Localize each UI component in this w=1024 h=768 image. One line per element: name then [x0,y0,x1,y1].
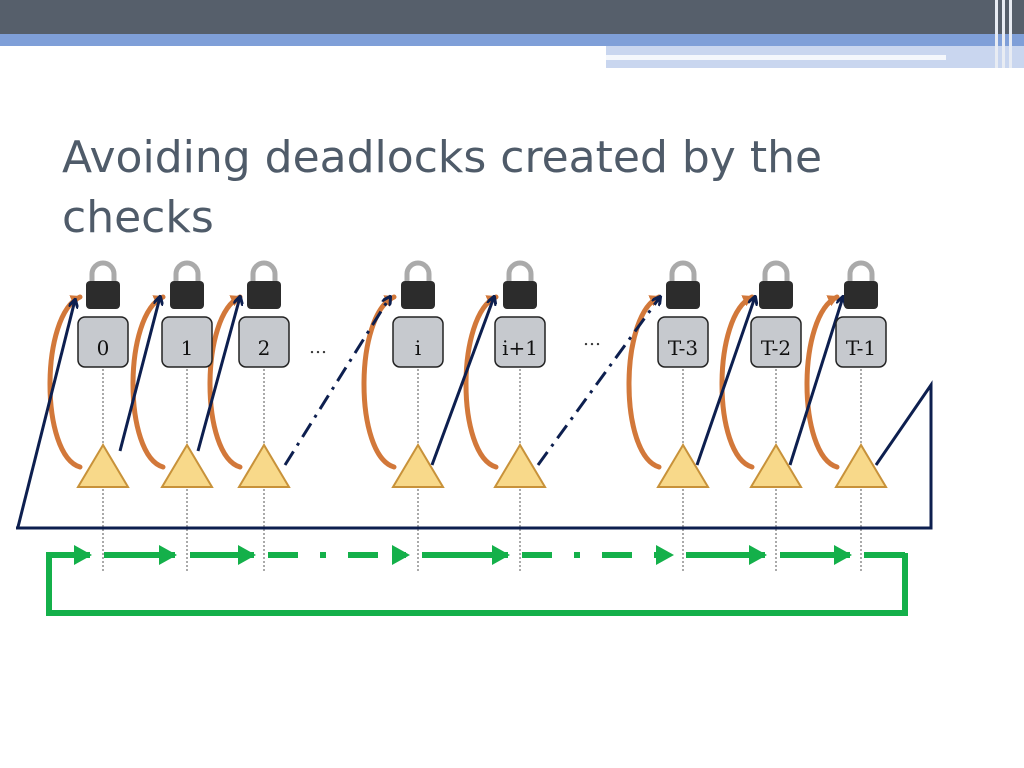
thread-box [835,316,887,368]
thread-label: 1 [181,336,194,360]
thread-node: T-3 [657,260,709,368]
thread-label: T-1 [846,336,876,360]
thread-node: 2 [238,260,290,368]
triangle-marker [749,443,803,488]
lock-icon [503,260,537,309]
thread-box [161,316,213,368]
slide-header-band [0,0,1024,68]
thread-box [77,316,129,368]
lock-icon [666,260,700,309]
triangle-marker [834,443,888,488]
thread-label: i+1 [502,336,538,360]
slide-title: Avoiding deadlocks created by the checks [62,132,823,243]
triangle-marker [237,443,291,488]
thread-box [750,316,802,368]
thread-node: T-2 [750,260,802,368]
triangle-marker [160,443,214,488]
thread-node: 0 [77,260,129,368]
triangle-marker [493,443,547,488]
lock-icon [86,260,120,309]
thread-box [657,316,709,368]
thread-node: T-1 [835,260,887,368]
thread-box [238,316,290,368]
triangle-marker [656,443,710,488]
thread-guides [102,365,862,573]
triangle-marker [76,443,130,488]
thread-box [494,316,546,368]
thread-node: i+1 [494,260,546,368]
triangle-markers [76,443,888,488]
triangle-marker [391,443,445,488]
deadlock-diagram: 0 1 2 i i+1 T-3 T-2 T-1 … … [16,260,933,616]
navy-arrows [16,297,933,530]
thread-label: T-3 [668,336,698,360]
thread-node: 1 [161,260,213,368]
thread-label: 2 [258,336,271,360]
lock-icon [759,260,793,309]
thread-node: i [392,260,444,368]
lock-icon [401,260,435,309]
thread-box [392,316,444,368]
lock-icon [844,260,878,309]
thread-label: T-2 [761,336,791,360]
lock-icon [247,260,281,309]
ellipsis: … [583,329,601,350]
ellipsis: … [309,337,327,358]
thread-label: i [415,336,421,360]
green-loop [46,545,908,616]
thread-label: 0 [97,336,110,360]
orange-arrows [47,294,840,470]
lock-icon [170,260,204,309]
